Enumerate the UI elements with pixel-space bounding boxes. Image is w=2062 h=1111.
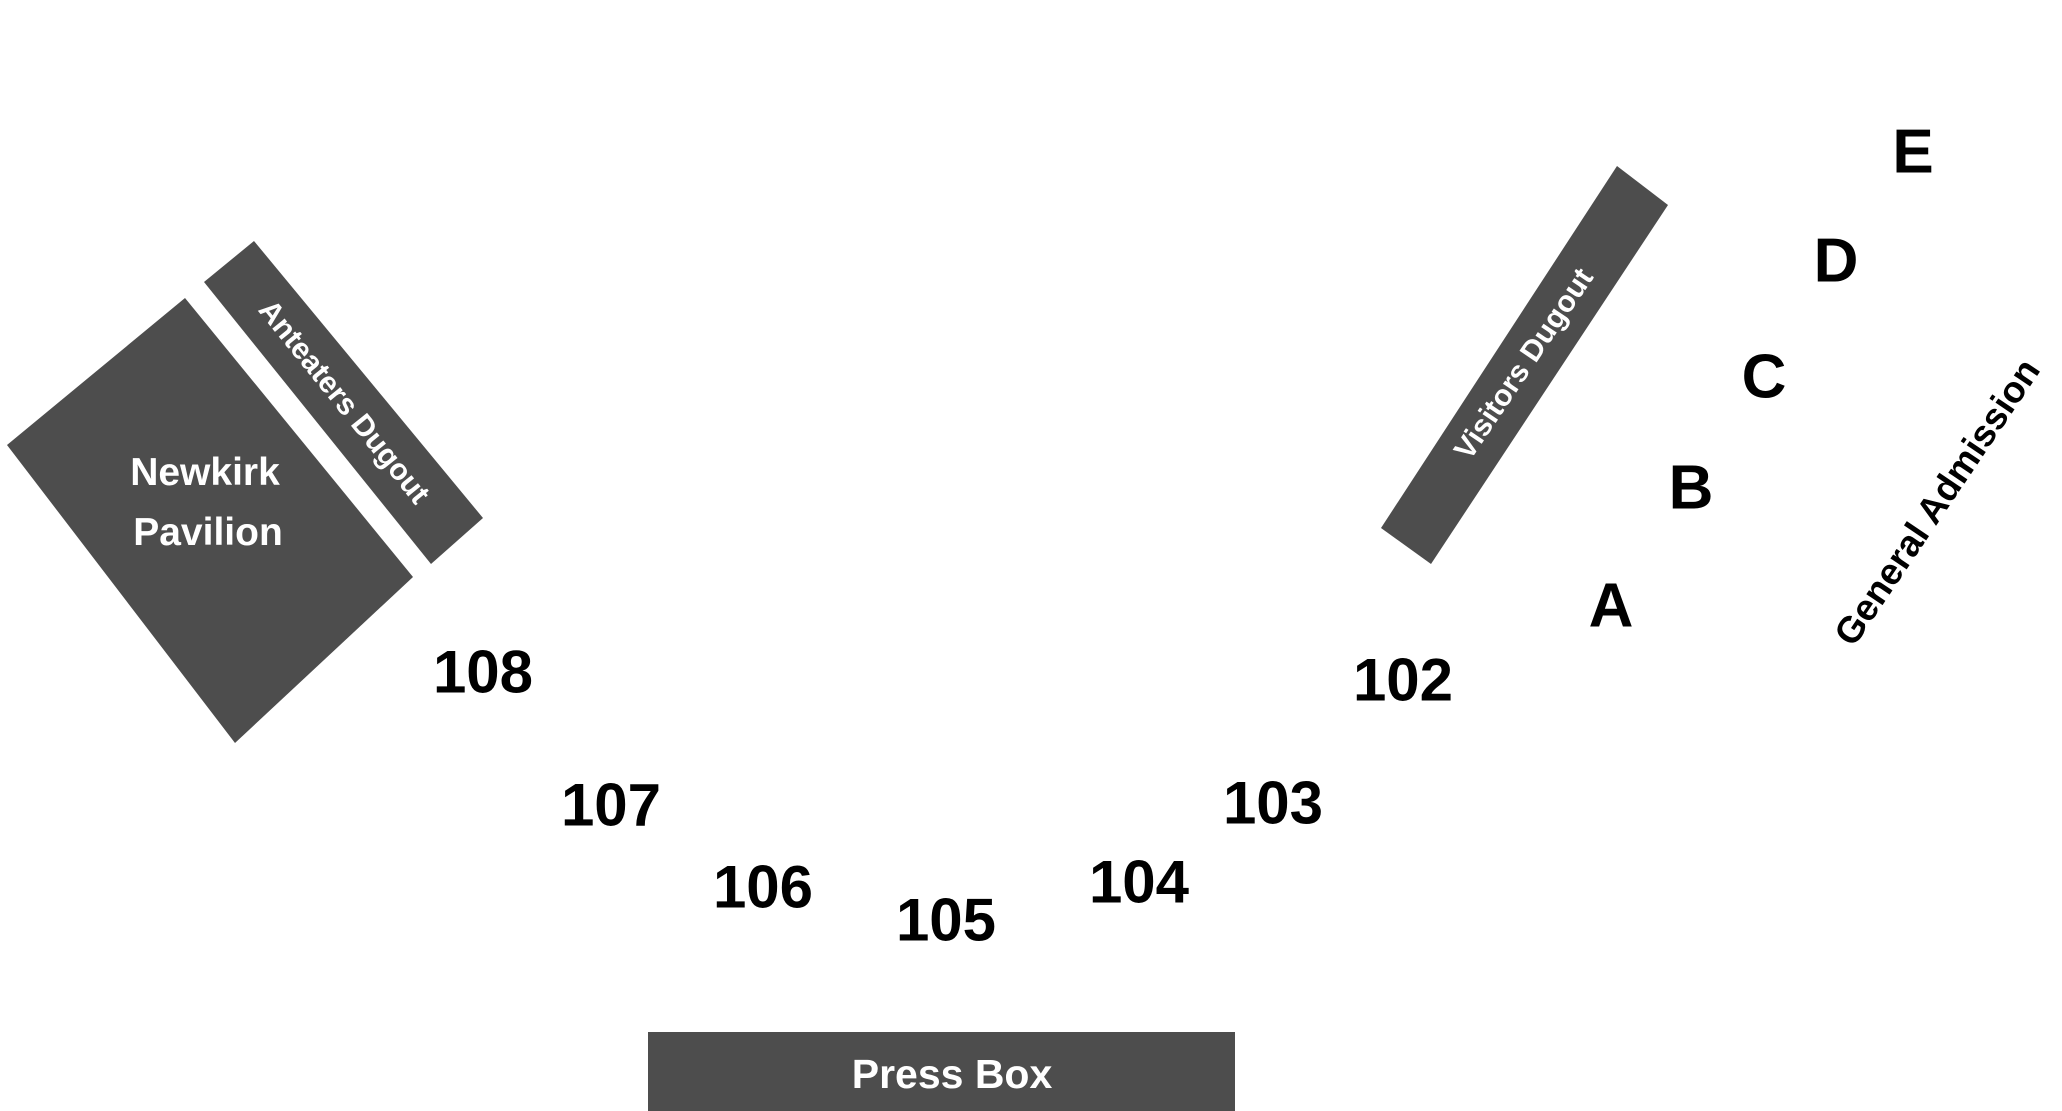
- section-107[interactable]: 107: [561, 772, 661, 839]
- ga-row-d[interactable]: D: [1814, 227, 1859, 296]
- ga-row-b[interactable]: B: [1669, 454, 1714, 523]
- ga-row-e[interactable]: E: [1892, 118, 1933, 187]
- section-103[interactable]: 103: [1223, 770, 1323, 837]
- press-box-label: Press Box: [852, 1051, 1053, 1097]
- section-105[interactable]: 105: [896, 887, 996, 954]
- section-108[interactable]: 108: [433, 639, 533, 706]
- newkirk-pavilion[interactable]: Newkirk Pavilion: [7, 298, 413, 743]
- ga-row-c[interactable]: C: [1742, 343, 1787, 412]
- ga-row-a[interactable]: A: [1589, 572, 1634, 641]
- visitors-dugout[interactable]: Visitors Dugout: [1381, 166, 1668, 564]
- newkirk-pavilion-label-line1: Newkirk: [130, 451, 280, 494]
- press-box[interactable]: Press Box: [648, 1032, 1235, 1111]
- section-106[interactable]: 106: [713, 854, 813, 921]
- section-102[interactable]: 102: [1353, 647, 1453, 714]
- visitors-dugout-label: Visitors Dugout: [1448, 262, 1600, 465]
- press-box-shape[interactable]: [648, 1032, 1235, 1111]
- visitors-dugout-shape[interactable]: [1381, 166, 1668, 564]
- newkirk-pavilion-shape[interactable]: [7, 298, 413, 743]
- general-admission-label: General Admission: [1826, 351, 2048, 652]
- anteaters-dugout-shape[interactable]: [204, 241, 483, 564]
- newkirk-pavilion-label-line2: Pavilion: [133, 511, 283, 554]
- section-104[interactable]: 104: [1089, 849, 1190, 916]
